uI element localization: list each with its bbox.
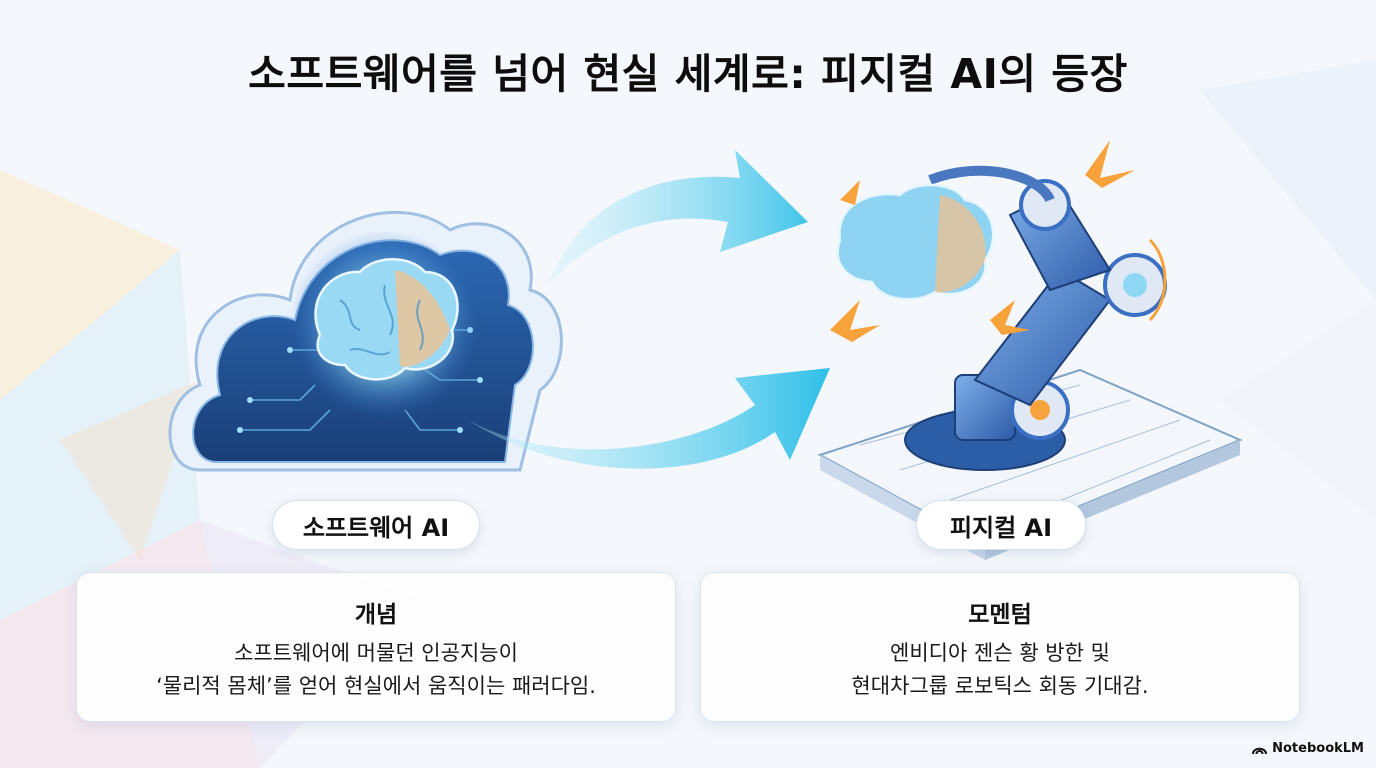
brand-name: NotebookLM [1272, 741, 1364, 756]
label-physical-ai: 피지컬 AI [916, 500, 1086, 550]
concept-line-2: ‘물리적 몸체’를 얻어 현실에서 움직이는 패러다임. [156, 674, 596, 698]
concept-line-1: 소프트웨어에 머물던 인공지능이 [234, 641, 518, 665]
page-title: 소프트웨어를 넘어 현실 세계로: 피지컬 AI의 등장 [248, 50, 1128, 98]
robot-arm-icon [817, 140, 1243, 560]
notebooklm-logo-icon [1252, 747, 1268, 754]
momentum-card: 모멘텀 엔비디아 젠슨 황 방한 및 현대차그룹 로보틱스 회동 기대감. [700, 572, 1300, 722]
cloud-brain-icon [168, 210, 563, 472]
concept-card: 개념 소프트웨어에 머물던 인공지능이 ‘물리적 몸체’를 얻어 현실에서 움직… [76, 572, 676, 722]
momentum-heading: 모멘텀 [968, 602, 1032, 628]
arrow-icon [468, 150, 830, 469]
momentum-line-2: 현대차그룹 로보틱스 회동 기대감. [851, 674, 1149, 698]
label-software-ai: 소프트웨어 AI [272, 500, 480, 550]
momentum-line-1: 엔비디아 젠슨 황 방한 및 [890, 641, 1110, 665]
brand-badge: NotebookLM [1252, 741, 1364, 756]
concept-heading: 개념 [354, 602, 398, 628]
